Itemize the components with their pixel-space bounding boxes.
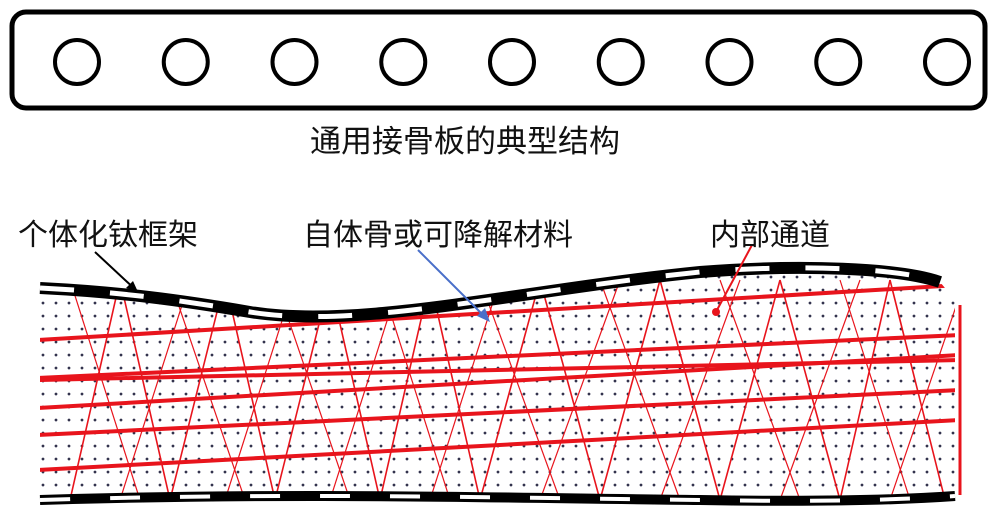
internal-channel-diagonal <box>659 279 741 501</box>
internal-channel-diagonal <box>224 279 276 501</box>
internal-channel-diagonal <box>539 279 621 501</box>
internal-channel-diagonal <box>429 279 501 501</box>
internal-channel-diagonal <box>599 279 661 501</box>
screw-hole <box>379 38 428 86</box>
screw-hole <box>488 38 536 86</box>
plate-caption: 通用接骨板的典型结构 <box>310 124 620 160</box>
label-internal-channel: 内部通道 <box>710 218 830 253</box>
internal-channel-horizontal <box>40 358 955 382</box>
internal-channel-diagonal <box>479 279 561 501</box>
screw-hole <box>270 38 319 86</box>
internal-channel-horizontal <box>40 388 955 437</box>
internal-channel-diagonal <box>69 279 141 501</box>
internal-channel-horizontal <box>40 333 955 380</box>
custom-implant <box>39 261 962 506</box>
internal-channel-diagonal <box>719 279 781 501</box>
screw-hole <box>596 38 645 86</box>
channel-arrow <box>716 244 753 311</box>
internal-channel-diagonal <box>839 279 911 501</box>
generic-bone-plate <box>9 9 988 111</box>
internal-channel-diagonal <box>889 279 946 501</box>
internal-channel-diagonal <box>119 279 191 501</box>
internal-channel-diagonal <box>659 279 721 501</box>
screw-hole <box>161 38 210 86</box>
internal-channel-diagonal <box>779 279 861 501</box>
internal-channel-diagonal <box>539 279 601 501</box>
internal-channel-diagonal <box>169 279 226 501</box>
internal-channel-diagonal <box>779 279 841 501</box>
titanium-frame-top-holes <box>39 265 941 320</box>
internal-channel-diagonal <box>599 279 681 501</box>
material-arrow <box>417 249 487 319</box>
internal-channel-diagonal <box>379 279 431 501</box>
screw-hole <box>53 38 101 86</box>
arrows <box>94 244 753 322</box>
screw-hole <box>814 38 863 86</box>
internal-channel-diagonal <box>169 279 246 501</box>
titanium-frame-bottom-holes <box>39 493 956 503</box>
internal-channel-diagonal <box>429 279 481 501</box>
screw-hole <box>923 38 971 86</box>
internal-channel-diagonal <box>479 279 541 501</box>
internal-channel-horizontal <box>40 283 955 342</box>
internal-channel-diagonal <box>889 279 955 501</box>
internal-channel-diagonal <box>839 279 891 501</box>
internal-channel-diagonal <box>119 279 171 501</box>
screw-hole <box>705 38 754 86</box>
label-titanium-frame: 个体化钛框架 <box>18 218 198 253</box>
internal-channel-diagonal <box>719 279 801 501</box>
label-material: 自体骨或可降解材料 <box>303 218 573 253</box>
internal-channel-diagonal <box>69 279 121 501</box>
